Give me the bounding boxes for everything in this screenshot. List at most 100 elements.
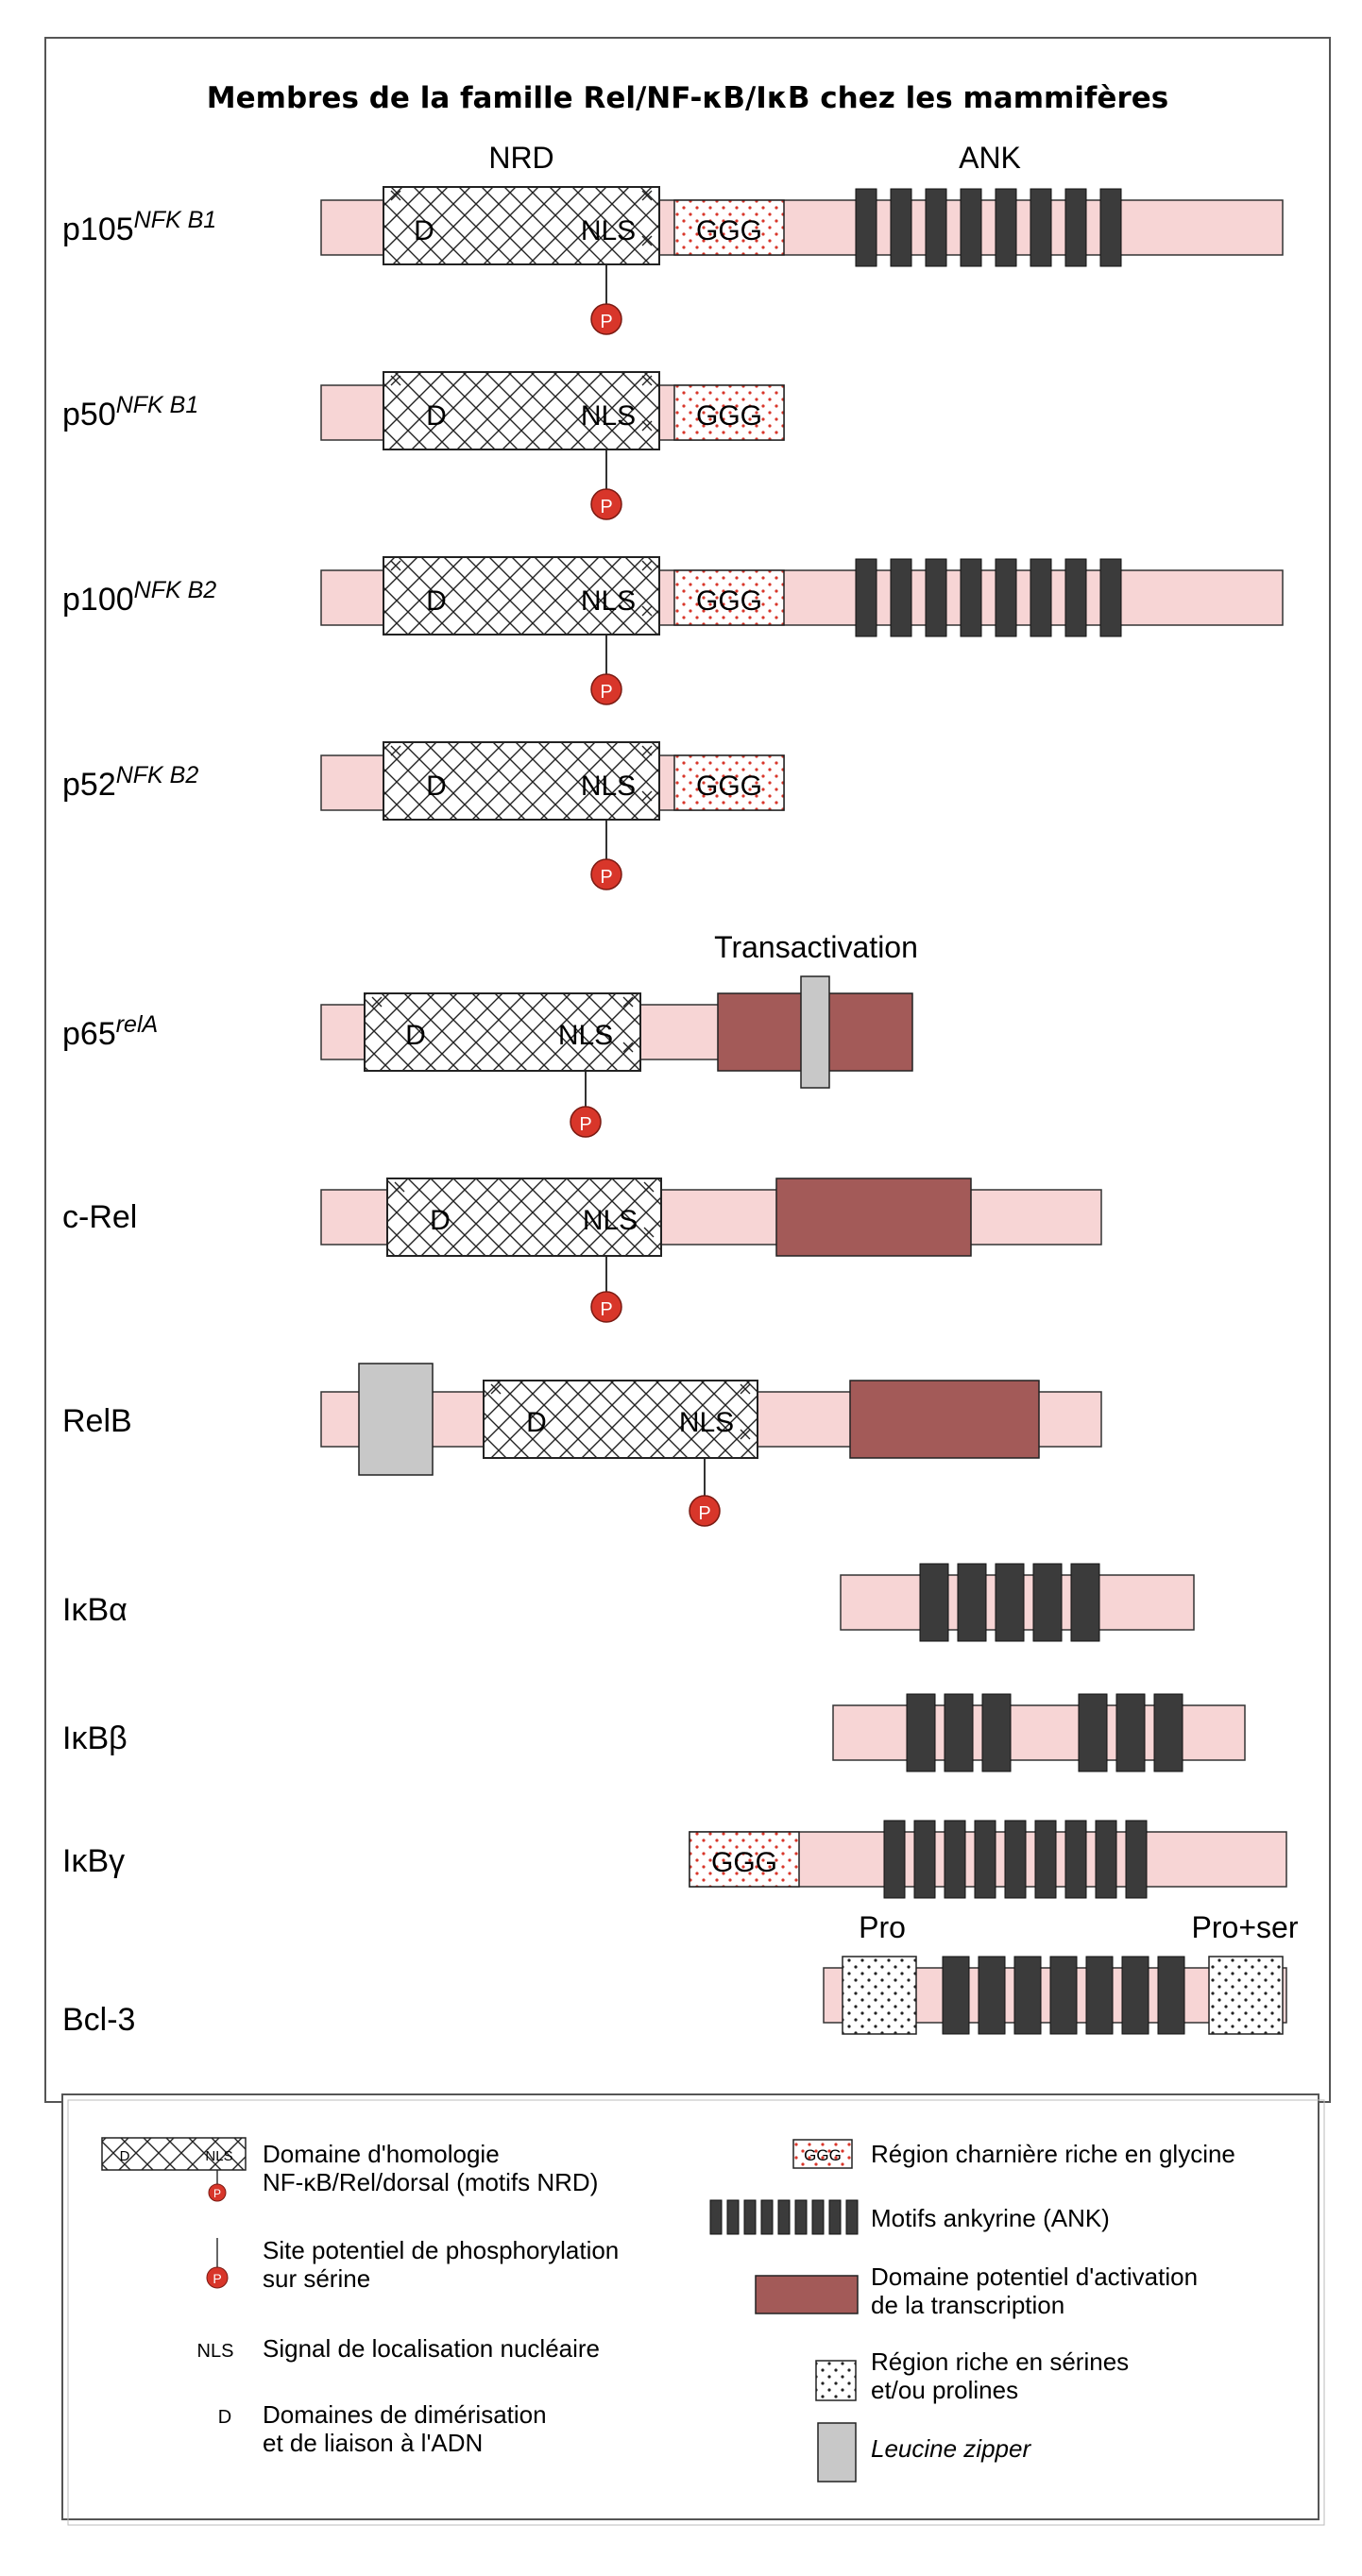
ggg-region [673, 754, 785, 811]
protein-name: p105 [62, 212, 134, 247]
protein-label-ikbb: IκBβ [62, 1720, 128, 1756]
cross-mark [622, 1042, 634, 1053]
legend-ggg-label: GGG [804, 2146, 842, 2164]
d-label: D [414, 215, 434, 246]
protein-ikbg: GGG [689, 1820, 1287, 1899]
legend-nls-abbr: NLS [197, 2341, 234, 2362]
legend-phospho-icon [206, 2266, 229, 2289]
diagram-frame [44, 37, 1331, 2103]
protein-gene: NFK B2 [116, 762, 199, 788]
protein-p100: D NLS GGG P [320, 556, 1284, 705]
phospho-label: P [579, 1114, 591, 1135]
cross-mark [740, 1429, 751, 1440]
phospho-site [590, 673, 622, 705]
protein-label-bcl3: Bcl-3 [62, 2002, 135, 2038]
legend-serpro-icon [815, 2360, 857, 2401]
cross-mark [641, 235, 653, 246]
nrd-domain [483, 1380, 758, 1459]
legend-nrd-phospho-label: P [213, 2187, 221, 2200]
nls-label: NLS [581, 400, 636, 432]
pro-ser-region [1208, 1956, 1284, 2035]
activation-domain [849, 1380, 1040, 1459]
nls-label: NLS [581, 215, 636, 246]
nrd-domain [383, 556, 660, 636]
legend-nrd-d: D [120, 2148, 130, 2164]
ggg-label: GGG [696, 400, 762, 432]
phospho-site [590, 303, 622, 335]
legend-zipper-icon [817, 2422, 857, 2483]
phospho-label: P [600, 1299, 612, 1320]
ank-repeats [883, 1820, 1148, 1899]
cross-mark [740, 1383, 751, 1395]
cross-mark [641, 560, 653, 571]
cross-mark [641, 790, 653, 802]
phospho-label: P [600, 682, 612, 703]
leucine-zipper [358, 1363, 434, 1476]
phospho-site [570, 1106, 602, 1138]
header-pro-ser: Pro+ser [1192, 1910, 1299, 1944]
phospho-site [689, 1495, 721, 1527]
legend-ank-icon [709, 2199, 859, 2235]
protein-label-p105: p105NFK B1 [62, 207, 216, 247]
ank-repeats [919, 1563, 1100, 1642]
d-label: D [426, 400, 447, 432]
protein-p52: D NLS GGG P [320, 741, 785, 890]
legend-nrd-phospho [208, 2183, 227, 2202]
protein-p105: D NLS GGG P [320, 186, 1284, 335]
cross-mark [641, 190, 653, 201]
protein-p50: D NLS GGG P [320, 371, 785, 520]
cross-mark [371, 996, 383, 1008]
ank-repeats [855, 188, 1122, 267]
d-label: D [426, 771, 447, 802]
phospho-label: P [600, 497, 612, 517]
header-ank: ANK [959, 141, 1021, 175]
legend-nrd-icon [101, 2137, 247, 2171]
ggg-label: GGG [696, 585, 762, 617]
protein-ikba [840, 1563, 1195, 1642]
nrd-domain [386, 1178, 662, 1257]
phospho-site [590, 858, 622, 890]
svg-text:p100NFK B2: p100NFK B2 [62, 577, 216, 618]
zipper-insert [800, 975, 830, 1089]
legend-nls-text: Signal de localisation nucléaire [263, 2334, 600, 2363]
diagram-title: Membres de la famille Rel/NF-κB/IκB chez… [207, 81, 1168, 115]
protein-name: p50 [62, 397, 116, 432]
protein-relb: D NLS P [320, 1363, 1102, 1527]
ggg-region [689, 1831, 800, 1888]
nls-label: NLS [583, 1205, 638, 1236]
cross-mark [490, 1383, 502, 1395]
phospho-label: P [600, 312, 612, 332]
ggg-region [673, 569, 785, 626]
protein-p65: D NLS P [320, 975, 913, 1138]
header-nrd: NRD [488, 141, 553, 175]
header-transactivation: Transactivation [714, 930, 918, 964]
protein-ikbb [832, 1693, 1246, 1772]
d-label: D [405, 1020, 426, 1051]
cross-mark [390, 190, 401, 201]
svg-text:p50NFK B1: p50NFK B1 [62, 392, 198, 432]
cross-mark [641, 745, 653, 756]
legend-phospho-label: P [213, 2271, 221, 2286]
backbone [832, 1704, 1246, 1761]
ggg-label: GGG [711, 1847, 777, 1878]
cross-mark [641, 375, 653, 386]
header-pro: Pro [859, 1910, 906, 1944]
protein-label-ikba: IκBα [62, 1592, 128, 1628]
nrd-domain [383, 186, 660, 265]
protein-label-p52: p52NFK B2 [62, 762, 198, 803]
protein-gene: NFK B2 [134, 577, 217, 603]
protein-gene: NFK B1 [134, 207, 217, 233]
protein-name: p65 [62, 1016, 116, 1052]
protein-label-relb: RelB [62, 1403, 132, 1439]
protein-name: p52 [62, 767, 116, 803]
d-label: D [426, 585, 447, 617]
protein-gene: relA [116, 1011, 158, 1038]
nrd-domain [364, 992, 641, 1072]
d-label: D [526, 1407, 547, 1438]
